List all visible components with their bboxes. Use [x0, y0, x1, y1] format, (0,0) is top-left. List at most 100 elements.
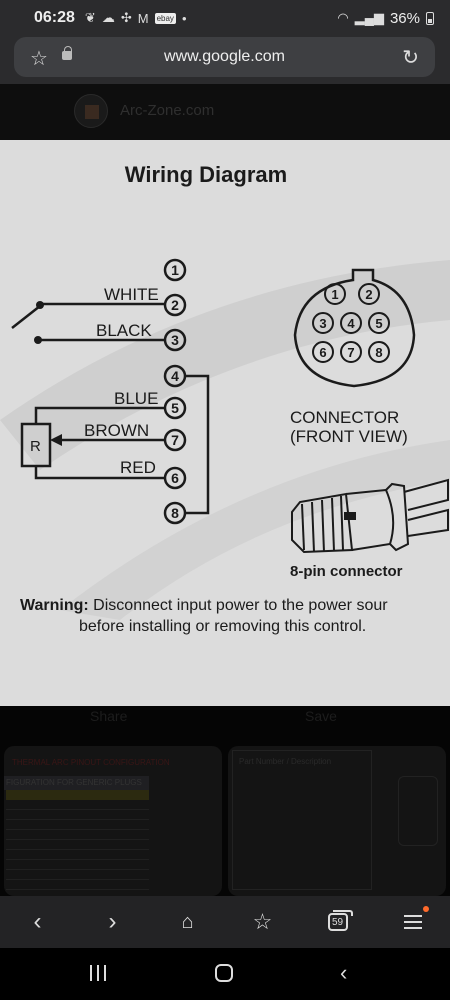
connector-pin-6: 6 [319, 345, 326, 360]
tabs-button[interactable]: 59 [318, 902, 358, 942]
plug-drawing [291, 478, 449, 554]
pin-number-3: 3 [171, 332, 179, 348]
home-button[interactable]: ⌂ [168, 902, 208, 942]
thumb-left-header-row [6, 790, 149, 800]
site-header: Arc-Zone.com [0, 84, 450, 140]
connector-pin-circle-2 [358, 283, 380, 305]
connector-pin-3: 3 [319, 316, 326, 331]
warning-line-2: before installing or removing this contr… [79, 618, 367, 635]
status-bar: 06:28 ❦ ☁ ✣ M ebay • ◠ ▂▄▆ 36% [0, 0, 450, 36]
forward-button[interactable]: › [93, 902, 133, 942]
thumb-left-title: THERMAL ARC PINOUT CONFIGURATION [12, 758, 170, 767]
reload-icon[interactable]: ↻ [402, 47, 419, 69]
url-text[interactable]: www.google.com [164, 48, 285, 65]
thumb-left-band: FIGURATION FOR GENERIC PLUGS [4, 776, 149, 790]
more-notifications-dot-icon: • [181, 10, 187, 26]
watermark-swoosh [0, 260, 450, 470]
tabs-icon: 59 [327, 910, 353, 931]
signal-icon: ▂▄▆ [354, 10, 384, 25]
apps-icon: ✣ [120, 10, 132, 25]
recents-icon[interactable] [90, 965, 108, 981]
resistor-label: R [30, 438, 41, 455]
warning-line-1: Warning: Disconnect input power to the p… [20, 595, 450, 616]
connector-pin-2: 2 [365, 287, 372, 302]
share-link[interactable]: Share [90, 708, 128, 724]
pin-number-8: 8 [171, 505, 179, 521]
menu-button[interactable] [393, 902, 433, 942]
connector-pin-4: 4 [347, 316, 355, 331]
bookmark-star-icon[interactable]: ☆ [30, 48, 48, 70]
status-left: 06:28 ❦ ☁ ✣ M ebay • [34, 9, 187, 27]
home-circle-icon[interactable] [215, 964, 233, 982]
connector-pin-7: 7 [347, 345, 354, 360]
site-logo-icon[interactable] [74, 94, 108, 128]
switch-contact-1 [36, 301, 44, 309]
warning-text-1: Disconnect input power to the power sour [88, 597, 388, 614]
browser-toolbar: ☆ www.google.com ↻ [0, 36, 450, 84]
thumb-row [6, 832, 149, 840]
red-wire [34, 466, 165, 480]
wire-label-brown: BROWN [84, 421, 149, 440]
thumb-row [6, 882, 149, 890]
thumb-row [6, 802, 149, 810]
home-icon: ⌂ [181, 910, 194, 933]
notification-dot-icon [422, 906, 429, 912]
warning-label: Warning: [20, 597, 89, 614]
pin-number-5: 5 [171, 400, 179, 416]
connector-outline [293, 268, 416, 388]
jumper-4-8 [185, 374, 210, 515]
connector-pin-circle-6 [312, 341, 334, 363]
battery-icon [426, 11, 434, 25]
chevron-right-icon: › [108, 908, 117, 935]
chevron-left-icon: ‹ [33, 908, 42, 935]
watermark-swoosh-2 [60, 440, 450, 620]
related-image-left[interactable]: THERMAL ARC PINOUT CONFIGURATION FIGURAT… [4, 746, 222, 896]
wire-label-black: BLACK [96, 321, 152, 340]
thumb-row [6, 812, 149, 820]
wire-label-blue: BLUE [114, 389, 158, 408]
thumb-row [6, 822, 149, 830]
connector-pin-circle-3 [312, 312, 334, 334]
site-name[interactable]: Arc-Zone.com [120, 102, 215, 119]
gmail-icon: M [137, 10, 149, 26]
connector-pin-1: 1 [331, 287, 338, 302]
lock-icon[interactable] [62, 46, 72, 60]
pin-number-7: 7 [171, 432, 179, 448]
browser-bottom-nav: ‹ › ⌂ ☆ 59 [0, 896, 450, 948]
back-button[interactable]: ‹ [18, 902, 58, 942]
system-back-icon[interactable]: ‹ [340, 960, 348, 985]
wire-label-red: RED [120, 458, 156, 477]
search-results-below: Share Save THERMAL ARC PINOUT CONFIGURAT… [0, 706, 450, 896]
thumb-row [6, 852, 149, 860]
connector-pin-circle-8 [368, 341, 390, 363]
thumb-right-table: Part Number / Description [232, 750, 372, 890]
pin-circle-1 [163, 258, 187, 282]
connector-pin-8: 8 [375, 345, 382, 360]
connector-pin-circle-4 [340, 312, 362, 334]
save-link[interactable]: Save [305, 708, 337, 724]
status-time: 06:28 [34, 9, 75, 26]
wifi-icon: ◠ [337, 10, 349, 25]
wiring-diagram-image[interactable]: WHITE BLACK BLUE BROWN RED R 1 2 3 4 5 7… [0, 140, 450, 706]
ebay-icon: ebay [154, 12, 176, 24]
related-image-right[interactable]: Part Number / Description [228, 746, 446, 896]
thumb-row [6, 842, 149, 850]
warning-text: Warning: Disconnect input power to the p… [0, 595, 450, 637]
pin-number-6: 6 [171, 470, 179, 486]
tabs-count: 59 [331, 916, 344, 928]
bookmarks-button[interactable]: ☆ [243, 902, 283, 942]
wire-label-white: WHITE [104, 285, 159, 304]
thumb-row [6, 862, 149, 870]
connector-pin-circle-1 [324, 283, 346, 305]
pin-number-4: 4 [171, 368, 179, 384]
thumb-right-title: Part Number / Description [239, 757, 332, 766]
bookmarks-star-icon: ☆ [252, 909, 273, 934]
connector-caption-line-1: CONNECTOR [290, 408, 400, 427]
wiper-arrow [50, 434, 62, 446]
connector-pin-circle-7 [340, 341, 362, 363]
pin-number-2: 2 [171, 297, 179, 313]
connector-caption-line-2: (FRONT VIEW) [290, 427, 408, 446]
address-bar[interactable]: ☆ www.google.com ↻ [14, 37, 435, 77]
battery-percent: 36% [389, 9, 420, 27]
